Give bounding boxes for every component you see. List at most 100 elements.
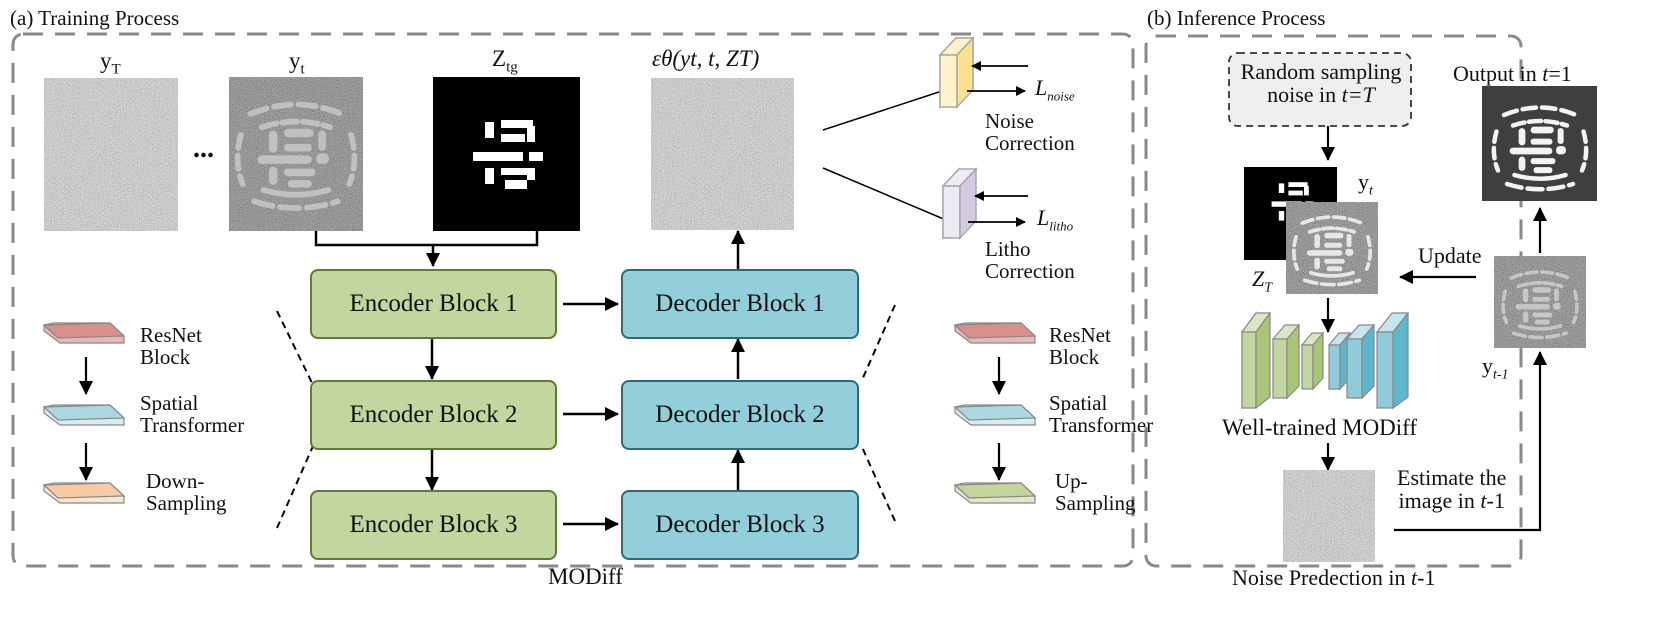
output-image (1482, 86, 1597, 201)
ellipsis: ... (193, 133, 214, 164)
loss-noise-sub: noise (1047, 88, 1075, 104)
zoom-line-enc-bottom (276, 445, 314, 529)
legend-enc-resnet-line1: ResNet (140, 323, 202, 347)
random-sampling-var: t=T (1341, 82, 1375, 108)
training-panel-border (11, 32, 1135, 568)
legend-dec-upsample-icon (953, 482, 1037, 504)
noise-correction-icon (938, 36, 975, 109)
decoder-block-2[interactable]: Decoder Block 2 (621, 380, 859, 450)
inference-z-T-sub: T (1264, 280, 1273, 296)
inference-panel-title: (b) Inference Process (1147, 6, 1326, 30)
legend-enc-downsample-line2: Sampling (146, 491, 227, 516)
encoder-block-3[interactable]: Encoder Block 3 (310, 490, 557, 560)
legend-enc-spatial-line2: Transformer (140, 413, 245, 438)
inference-y-t-label: yt (1358, 170, 1373, 199)
random-sampling-line1: Random sampling (1240, 59, 1402, 84)
connector-noise-correction (822, 89, 946, 131)
label-z-tg-main: Z (492, 46, 507, 71)
random-sampling-prefix: noise in (1267, 82, 1342, 108)
estimate-prefix: image in (1398, 488, 1481, 514)
estimate-line2: image in t-1 (1397, 489, 1506, 512)
decoder-block-3[interactable]: Decoder Block 3 (621, 490, 859, 560)
loss-litho-main: L (1037, 205, 1050, 230)
label-y-t-main: y (289, 48, 301, 73)
random-sampling-box (1228, 52, 1412, 127)
label-y-t-sub: t (300, 61, 305, 78)
legend-dec-resnet-line1: ResNet (1049, 323, 1111, 347)
legend-enc-spatial-icon (42, 404, 126, 426)
image-y-T (44, 78, 178, 231)
loss-litho-sub: litho (1049, 218, 1074, 234)
random-sampling-line2: noise in t=T (1236, 83, 1406, 106)
label-y-T: yT (100, 48, 121, 78)
random-sampling-label: Random sampling noise in t=T (1236, 60, 1406, 106)
image-epsilon (651, 78, 794, 230)
input-connector (314, 231, 539, 267)
legend-dec-resnet-icon (953, 322, 1037, 344)
label-y-T-sub: T (111, 61, 121, 78)
label-z-tg-sub: tg (506, 59, 518, 76)
label-epsilon: εθ(yt, t, ZT) (652, 46, 760, 71)
modiff-label: MODiff (548, 564, 623, 589)
estimate-line1: Estimate the (1397, 465, 1507, 490)
legend-enc-resnet-line2: Block (140, 345, 191, 370)
legend-enc-downsample-label: Down-Sampling (146, 470, 227, 514)
inference-y-t-1-main: y (1482, 353, 1493, 378)
estimate-suffix: -1 (1486, 488, 1505, 514)
noise-prediction-label: Noise Predection in t-1 (1232, 566, 1435, 589)
noise-prediction-suffix: -1 (1417, 565, 1436, 590)
noise-prediction-var: t (1411, 565, 1418, 590)
output-var: t (1542, 61, 1549, 86)
estimate-label: Estimate the image in t-1 (1397, 466, 1506, 512)
image-y-t (229, 77, 363, 231)
loss-litho-label: Llitho (1037, 206, 1073, 233)
unet-model-icon (1240, 311, 1410, 410)
connector-litho-correction (822, 167, 947, 221)
loss-noise-label: Lnoise (1035, 76, 1075, 103)
legend-dec-spatial-icon (953, 404, 1037, 426)
inference-y-t-main: y (1358, 169, 1369, 194)
label-z-tg: Ztg (492, 46, 518, 76)
litho-correction-icon (941, 167, 978, 240)
noise-correction-line2: Correction (985, 131, 1075, 156)
output-prefix: Output in (1453, 61, 1543, 86)
update-label: Update (1418, 243, 1482, 268)
inference-y-t-1-label: yt-1 (1482, 354, 1509, 383)
noise-prediction-image (1283, 470, 1375, 562)
label-y-t: yt (289, 48, 305, 78)
inference-z-T-main: Z (1252, 266, 1265, 291)
well-trained-modiff-label: Well-trained MODiff (1222, 415, 1418, 440)
legend-enc-downsample-icon (42, 482, 126, 504)
litho-correction-line1: Litho (985, 237, 1031, 261)
inference-z-T-label: ZT (1252, 267, 1272, 296)
zoom-line-enc-top (276, 310, 314, 386)
encoder-block-1[interactable]: Encoder Block 1 (310, 269, 557, 339)
legend-dec-upsample-label: Up-Sampling (1055, 470, 1136, 514)
encoder-block-2[interactable]: Encoder Block 2 (310, 380, 557, 450)
output-suffix: =1 (1548, 61, 1572, 86)
estimate-path (1394, 355, 1542, 532)
legend-enc-resnet-icon (42, 322, 126, 344)
decoder-block-1[interactable]: Decoder Block 1 (621, 269, 859, 339)
inference-y-t-image (1286, 202, 1378, 294)
legend-dec-upsample-line1: Up- (1055, 469, 1088, 493)
noise-prediction-prefix: Noise Predection in (1232, 565, 1412, 590)
inference-y-t-1-image (1494, 256, 1586, 348)
legend-dec-resnet-line2: Block (1049, 345, 1100, 370)
inference-y-t-1-sub: t-1 (1493, 367, 1509, 383)
zoom-line-dec-bottom (861, 446, 896, 522)
legend-enc-downsample-line1: Down- (146, 469, 205, 493)
image-z-tg (433, 77, 580, 231)
label-y-T-main: y (100, 48, 112, 73)
output-label: Output in t=1 (1453, 62, 1572, 85)
legend-dec-spatial-line1: Spatial (1049, 391, 1108, 415)
training-panel-title: (a) Training Process (10, 6, 180, 30)
legend-dec-spatial-line2: Transformer (1049, 413, 1154, 438)
